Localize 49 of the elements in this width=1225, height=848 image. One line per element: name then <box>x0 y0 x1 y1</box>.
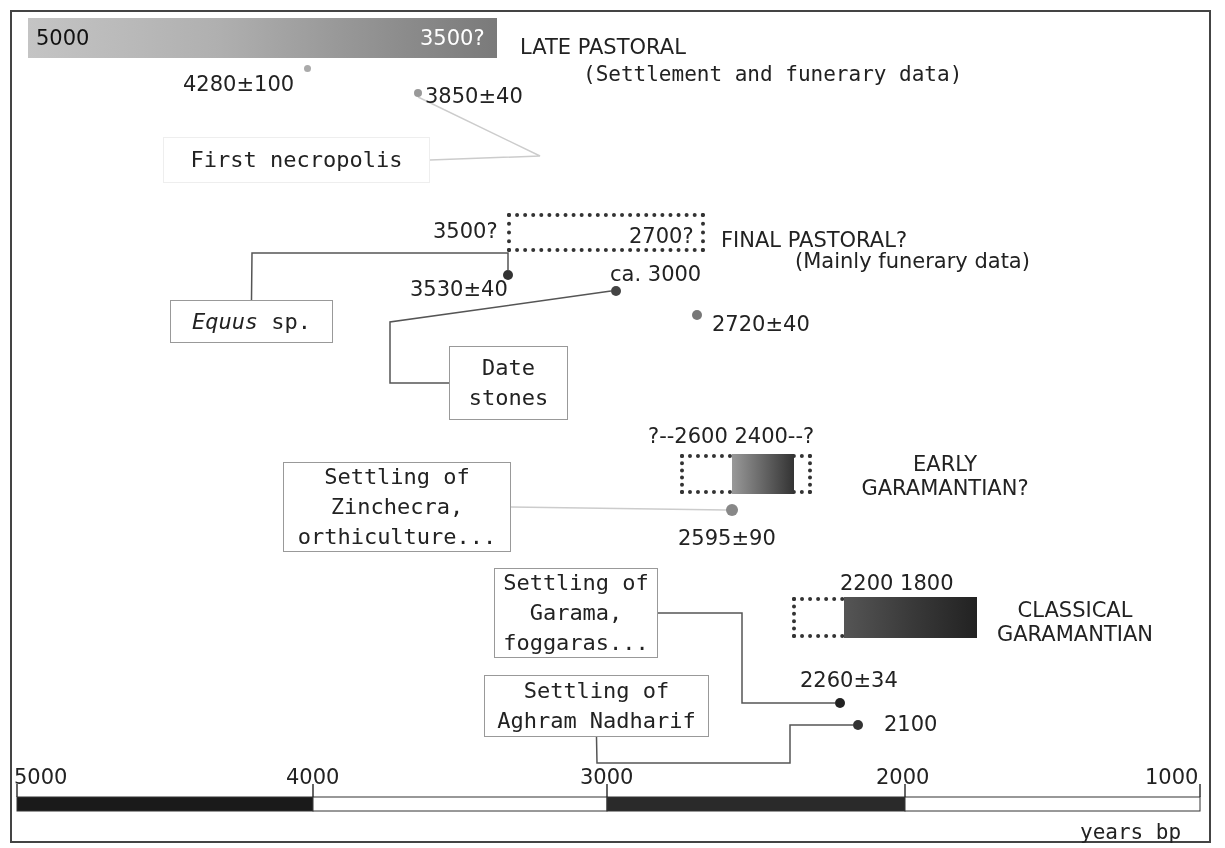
text-box: Settling of Aghram Nadharif <box>484 675 709 737</box>
date-label: 2595±90 <box>678 526 776 550</box>
text-box: First necropolis <box>163 137 430 183</box>
period-date: 5000 <box>36 26 90 50</box>
data-point <box>304 65 311 72</box>
period-label: EARLY GARAMANTIAN? <box>860 452 1030 500</box>
leader-line <box>657 612 836 704</box>
data-point <box>503 270 513 280</box>
axis-title: years bp <box>1080 820 1182 844</box>
date-label: 3530±40 <box>410 277 508 301</box>
axis-tick-label: 3000 <box>580 765 634 789</box>
text-box: Date stones <box>449 346 568 420</box>
date-label: ca. 3000 <box>610 262 702 286</box>
data-point <box>692 310 702 320</box>
period-label: (Settlement and funerary data) <box>583 62 963 86</box>
date-label: 2100 <box>884 712 938 736</box>
period-date: 3500? <box>420 26 485 50</box>
period-label: CLASSICAL GARAMANTIAN <box>995 598 1154 646</box>
leader-line <box>389 290 612 384</box>
date-label: 2720±40 <box>712 312 810 336</box>
leader-line <box>595 724 854 764</box>
axis-tick-label: 1000 <box>1145 765 1199 789</box>
period-bar <box>28 18 497 58</box>
axis-tick-label: 4000 <box>286 765 340 789</box>
data-point <box>414 89 422 97</box>
period-date: 2700? <box>629 224 694 248</box>
date-label: 2260±34 <box>800 668 898 692</box>
leader-line <box>417 96 541 161</box>
period-label: (Mainly funerary data) <box>795 249 1030 273</box>
period-label: LATE PASTORAL <box>520 35 686 59</box>
period-label: 2200 1800 <box>840 571 954 595</box>
date-label: 3850±40 <box>425 84 523 108</box>
period-bar <box>507 213 705 252</box>
axis-tick-label: 2000 <box>876 765 930 789</box>
data-point <box>726 504 738 516</box>
data-point <box>835 698 845 708</box>
text-box: Equus sp. <box>170 300 333 343</box>
text-box: Settling of Garama, foggaras... <box>494 568 658 658</box>
date-label: 4280±100 <box>183 72 295 96</box>
axis-tick-label: 5000 <box>14 765 68 789</box>
period-label: ?--2600 2400--? <box>648 424 815 448</box>
data-point <box>853 720 863 730</box>
text-box: Settling of Zinchecra, orthiculture... <box>283 462 511 552</box>
period-bar <box>680 454 812 494</box>
leader-line <box>510 506 727 511</box>
leader-line <box>250 252 509 301</box>
period-label: FINAL PASTORAL? <box>721 228 908 252</box>
period-date: 3500? <box>433 219 498 243</box>
data-point <box>611 286 621 296</box>
